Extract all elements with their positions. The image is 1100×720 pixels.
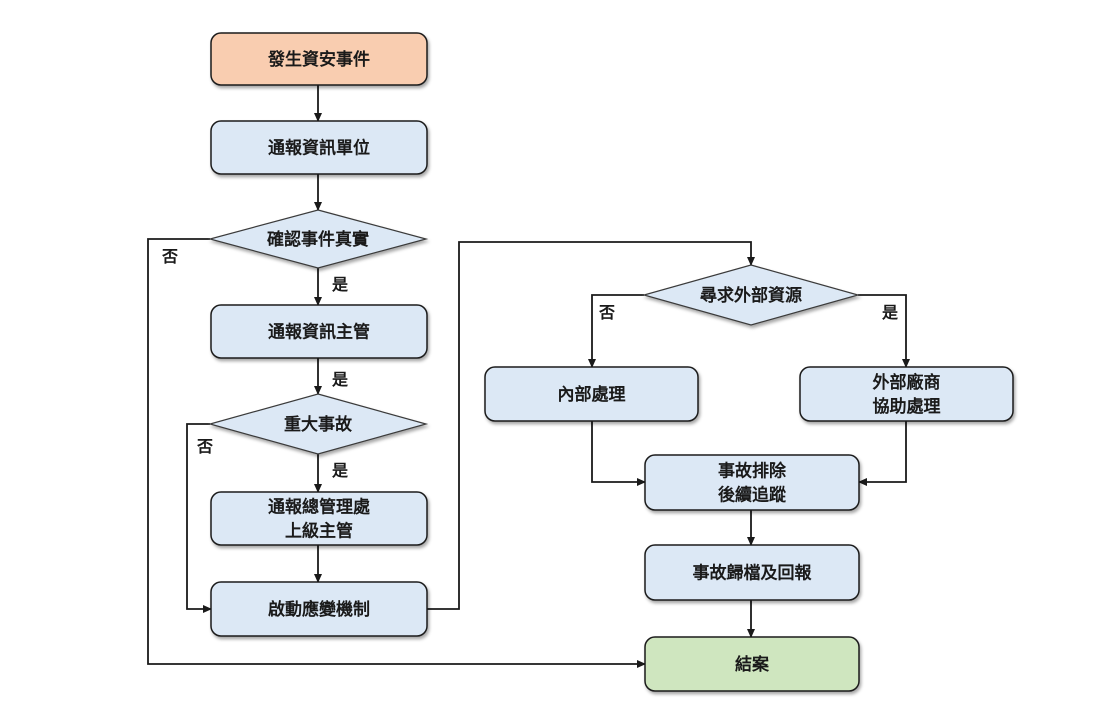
node-confirm-event: 確認事件真實 — [207, 209, 429, 269]
edge-activate-response-to-seek-external — [427, 241, 755, 610]
node-label: 內部處理 — [558, 384, 626, 405]
edge-label-yes: 是 — [331, 370, 348, 389]
node-label: 結案 — [735, 654, 770, 675]
node-major-incident: 重大事故 — [207, 393, 429, 455]
node-label: 協助處理 — [873, 396, 941, 417]
edge-label-no: 否 — [598, 303, 615, 322]
node-activate-response: 啟動應變機制 — [210, 581, 428, 637]
edge-label-yes: 是 — [331, 275, 348, 294]
node-label: 通報資訊主管 — [268, 322, 370, 343]
decision-diamond — [641, 264, 861, 326]
edge-label-yes: 是 — [881, 303, 898, 322]
process-box — [210, 491, 428, 546]
node-label: 外部廠商 — [873, 372, 941, 393]
node-label: 事故排除 — [718, 461, 787, 482]
node-label: 上級主管 — [285, 521, 353, 542]
process-box — [644, 544, 860, 601]
node-label: 通報總管理處 — [268, 497, 371, 518]
decision-diamond — [207, 393, 429, 455]
node-label: 尋求外部資源 — [700, 285, 802, 306]
node-label: 發生資安事件 — [267, 49, 370, 70]
node-label: 確認事件真實 — [267, 229, 369, 250]
node-close-case: 結案 — [644, 636, 860, 692]
edge-confirm-event-to-close-case — [147, 238, 646, 668]
edge-label-no: 否 — [161, 247, 178, 266]
edge-seek-external-to-internal-handling — [588, 294, 644, 368]
process-box — [210, 120, 428, 175]
start-box — [210, 32, 428, 86]
node-start: 發生資安事件 — [210, 32, 428, 86]
node-internal-handling: 內部處理 — [484, 366, 699, 422]
node-notify-it-unit: 通報資訊單位 — [210, 120, 428, 175]
process-box — [210, 304, 428, 359]
edge-vendor-assist-to-resolve-followup — [858, 421, 907, 486]
process-box — [799, 366, 1014, 422]
node-label: 通報資訊單位 — [268, 138, 370, 159]
decision-diamond — [207, 209, 429, 269]
node-notify-it-manager: 通報資訊主管 — [210, 304, 428, 359]
node-label: 啟動應變機制 — [268, 599, 370, 620]
node-label: 事故歸檔及回報 — [693, 563, 813, 584]
process-box — [210, 581, 428, 637]
process-box — [484, 366, 699, 422]
edge-label-no: 否 — [196, 437, 213, 456]
node-seek-external: 尋求外部資源 — [641, 264, 861, 326]
node-archive-report: 事故歸檔及回報 — [644, 544, 860, 601]
edge-label-yes: 是 — [331, 461, 348, 480]
edge-seek-external-to-vendor-assist — [858, 294, 910, 368]
edge-internal-handling-to-resolve-followup — [591, 421, 646, 486]
node-label: 重大事故 — [284, 414, 353, 435]
end-box — [644, 636, 860, 692]
node-label: 後續追蹤 — [718, 485, 787, 506]
edge-major-incident-to-activate-response — [186, 423, 212, 613]
process-box — [644, 454, 860, 511]
